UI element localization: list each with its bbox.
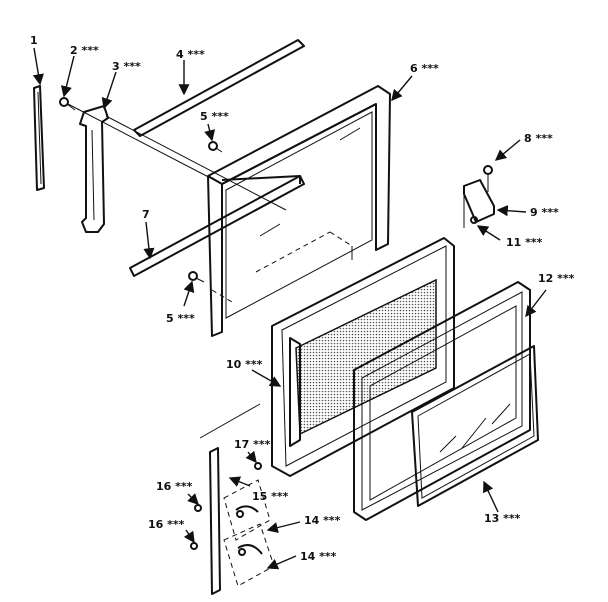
part-16-screws — [190, 504, 202, 550]
part-14-handle-lower — [223, 523, 275, 587]
part-13-glass-panel — [411, 345, 539, 507]
label-part-12: 12 *** — [538, 272, 575, 285]
part-15-side-trim — [199, 403, 261, 595]
leader-arrows — [32, 47, 547, 570]
label-part-8: 8 *** — [524, 132, 553, 145]
label-part-14-lower: 14 *** — [300, 550, 337, 563]
label-part-3: 3 *** — [112, 60, 141, 73]
label-part-15: 15 *** — [252, 490, 289, 503]
part-1-strip — [33, 85, 45, 191]
part-5-screw-upper — [208, 141, 223, 153]
part-2-screw — [59, 97, 76, 111]
part-10-inner-panel — [271, 237, 455, 477]
part-4-top-trim — [133, 39, 305, 137]
part-5-screw-lower — [188, 271, 205, 283]
label-part-7: 7 — [142, 208, 150, 221]
part-3-bracket — [79, 105, 109, 233]
label-part-5-upper: 5 *** — [200, 110, 229, 123]
label-part-1: 1 — [30, 34, 38, 47]
label-part-4: 4 *** — [176, 48, 205, 61]
label-part-10: 10 *** — [226, 358, 263, 371]
part-17-screw — [254, 462, 262, 470]
part-9-hinge — [463, 165, 495, 228]
part-12-gasket-frame — [353, 281, 531, 521]
label-part-6: 6 *** — [410, 62, 439, 75]
label-part-5-lower: 5 *** — [166, 312, 195, 325]
part-14-handle-upper — [223, 479, 271, 541]
label-part-16-lower: 16 *** — [148, 518, 185, 531]
label-part-13: 13 *** — [484, 512, 521, 525]
part-7-lower-trim — [129, 175, 305, 277]
part-6-outer-frame — [207, 85, 391, 337]
label-part-11: 11 *** — [506, 236, 543, 249]
label-part-14-upper: 14 *** — [304, 514, 341, 527]
label-part-9: 9 *** — [530, 206, 559, 219]
label-part-16-upper: 16 *** — [156, 480, 193, 493]
label-part-17: 17 *** — [234, 438, 271, 451]
label-part-2: 2 *** — [70, 44, 99, 57]
alignment-lines — [67, 103, 353, 303]
